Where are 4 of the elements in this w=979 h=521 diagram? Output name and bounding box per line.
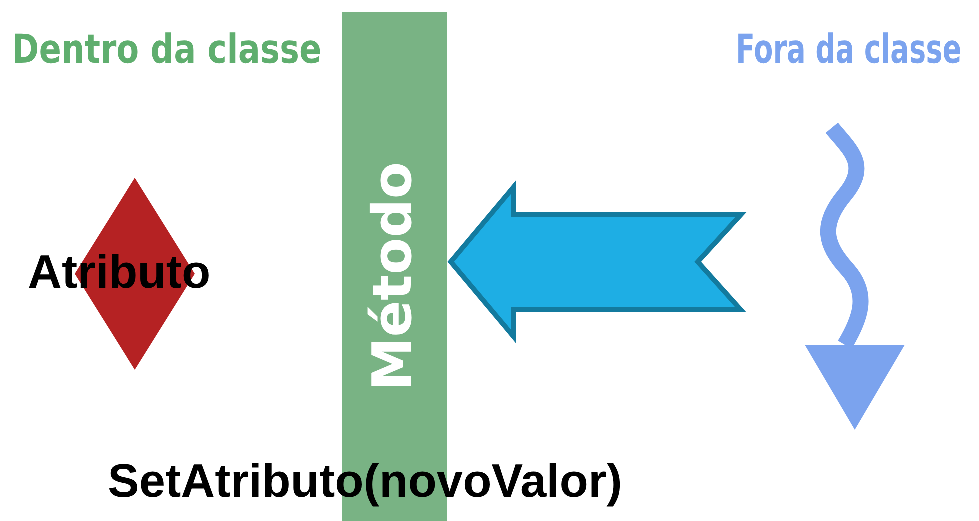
block-arrow	[448, 180, 747, 344]
section-heading: Fora da classe	[736, 30, 962, 70]
node-label: Método	[366, 162, 420, 392]
section-heading: Dentro da classe	[12, 30, 322, 70]
